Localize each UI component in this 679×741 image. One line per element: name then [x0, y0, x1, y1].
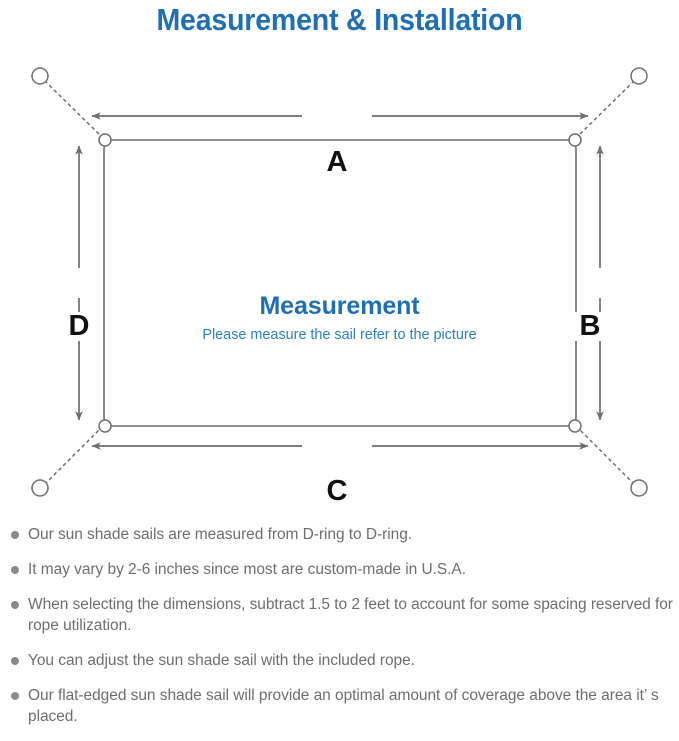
anchor-points: [31, 67, 648, 497]
list-item: When selecting the dimensions, subtract …: [0, 594, 679, 636]
list-item: You can adjust the sun shade sail with t…: [0, 650, 679, 671]
rope-top-right: [577, 80, 635, 137]
rope-top-left: [44, 80, 102, 137]
note-text: It may vary by 2-6 inches since most are…: [28, 561, 466, 578]
measurement-diagram: Measurement Please measure the sail refe…: [0, 50, 679, 520]
list-item: Our sun shade sails are measured from D-…: [0, 524, 679, 545]
bullet-icon: [11, 601, 19, 609]
note-text: Our flat-edged sun shade sail will provi…: [28, 687, 659, 725]
rope-bottom-left: [44, 427, 102, 485]
anchor-point-top-left: [31, 67, 49, 85]
d-ring-top-right: [568, 133, 582, 147]
rope-lines: [44, 80, 635, 485]
d-ring-bottom-right: [568, 419, 582, 433]
d-ring-top-left: [98, 133, 112, 147]
anchor-point-top-right: [630, 67, 648, 85]
list-item: It may vary by 2-6 inches since most are…: [0, 559, 679, 580]
d-ring-bottom-left: [98, 419, 112, 433]
page-title: Measurement & Installation: [156, 2, 523, 37]
note-text: Our sun shade sails are measured from D-…: [28, 526, 413, 543]
anchor-point-bottom-right: [630, 479, 648, 497]
sail-shape: [103, 139, 577, 427]
bullet-icon: [11, 531, 19, 539]
note-text: You can adjust the sun shade sail with t…: [28, 652, 415, 669]
diagram-svg: [31, 67, 648, 497]
list-item: Our flat-edged sun shade sail will provi…: [0, 685, 679, 727]
d-rings: [98, 133, 582, 433]
note-text: When selecting the dimensions, subtract …: [28, 596, 673, 634]
notes-list: Our sun shade sails are measured from D-…: [0, 524, 679, 741]
bullet-icon: [11, 566, 19, 574]
rope-bottom-right: [577, 427, 635, 485]
anchor-point-bottom-left: [31, 479, 49, 497]
bullet-icon: [11, 692, 19, 700]
bullet-icon: [11, 657, 19, 665]
